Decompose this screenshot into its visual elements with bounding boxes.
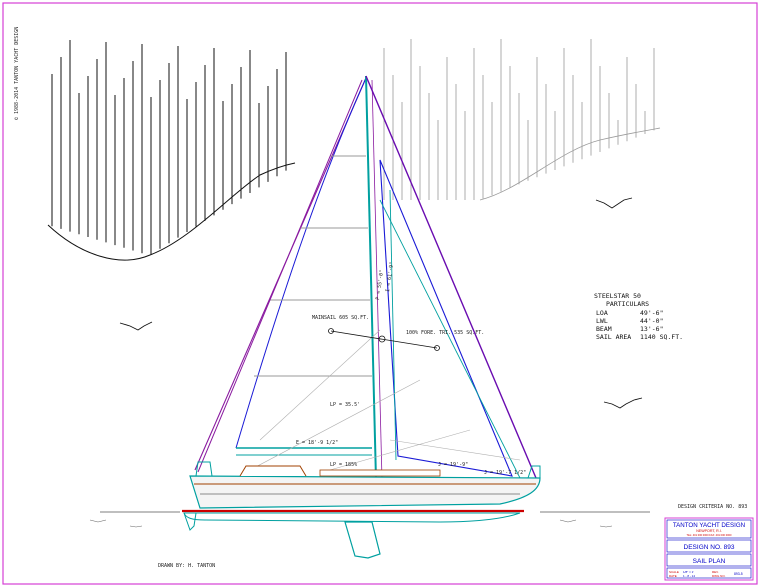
cockpit-coaming	[319, 469, 441, 477]
specs-title: STEELSTAR 50	[594, 292, 641, 300]
scale-value: 1/8" = 1'	[683, 570, 694, 574]
e-dimension: E = 18'-9 1/2"	[296, 440, 338, 446]
backstay	[197, 79, 363, 473]
p-dimension: P = 55'-0"	[375, 270, 385, 301]
design-number: DESIGN NO. 893	[684, 544, 735, 551]
drawn-by-note: DRAWN BY: H. TANTON	[158, 563, 215, 569]
i-dimension: I = 61'-9"	[385, 262, 395, 293]
specs-rows: LOA 49'-6" LWL 44'-0" BEAM 13'-6" SAIL A…	[596, 309, 683, 341]
jib-outline	[379, 159, 513, 477]
mainsail-area-label: MAINSAIL 605 SQ.FT.	[312, 315, 369, 321]
bird-icon	[119, 321, 153, 331]
spec-value-beam: 13'-6"	[640, 325, 663, 333]
spec-label-sail-area: SAIL AREA	[596, 333, 631, 341]
sea-ripples	[89, 519, 613, 528]
bird-icon	[603, 397, 643, 409]
date-value: 1 - 8 - 14	[683, 574, 695, 578]
j-dimension: J = 19'-7 1/2"	[484, 470, 526, 476]
lp-top-label: LP = 35.5'	[330, 402, 360, 408]
ce-total-marker	[378, 335, 386, 343]
ce-line	[330, 330, 438, 349]
bow-pulpit	[527, 465, 541, 479]
specs-subtitle: PARTICULARS	[606, 300, 649, 308]
spec-value-loa: 49'-6"	[640, 309, 663, 317]
firm-sub1: NEWPORT, R.I.	[696, 529, 722, 533]
sheet-title: SAIL PLAN	[693, 558, 726, 565]
j-small-label: J = 19'-9"	[438, 462, 468, 468]
mainsail-battens	[254, 155, 372, 377]
spec-value-lwl: 44'-0"	[640, 317, 663, 325]
left-hatch-scenery	[51, 40, 287, 255]
mast	[365, 75, 377, 481]
rudder	[183, 512, 197, 531]
foretriangle-area-label: 100% FORE. TRI. 535 SQ.FT.	[406, 330, 484, 336]
mast-aft	[371, 79, 383, 481]
dwg-value: 893-5	[734, 572, 743, 576]
title-block: TANTON YACHT DESIGN NEWPORT, R.I. TEL: 4…	[664, 517, 754, 581]
firm-sub2: TEL: 401 000 0000 FAX: 401 000 0000	[687, 533, 733, 537]
left-hatch-curve	[47, 162, 296, 261]
dwg-label: DWG NO.	[712, 574, 726, 578]
scale-label: SCALE	[669, 570, 679, 574]
grey-rigging	[249, 329, 521, 471]
right-hatch-curve	[479, 127, 661, 201]
hull-topsides	[189, 475, 541, 509]
right-hatch-scenery	[383, 39, 655, 200]
jib-luff	[389, 189, 397, 461]
jib-sheet	[379, 199, 521, 479]
spec-label-loa: LOA	[596, 309, 608, 317]
bird-icon	[595, 197, 633, 209]
spec-label-lwl: LWL	[596, 317, 608, 325]
firm-name: TANTON YACHT DESIGN	[673, 522, 745, 529]
copyright-text: © 1988-2014 TANTON YACHT DESIGN	[14, 27, 20, 120]
spec-value-sail-area: 1140 SQ.FT.	[640, 333, 683, 341]
hull-underbody	[183, 512, 521, 523]
spec-label-beam: BEAM	[596, 325, 612, 333]
lp-bottom-label: LP = 185%	[330, 462, 357, 468]
rev-label: REV.	[712, 570, 719, 574]
ce-jib-marker	[434, 345, 440, 351]
date-label: DATE	[669, 574, 677, 578]
ce-mainsail-marker	[328, 328, 334, 334]
hull-cabin	[239, 465, 307, 477]
keel	[344, 521, 381, 559]
criteria-note: DESIGN CRITERIA NO. 893	[678, 504, 747, 510]
stern-pulpit	[195, 461, 213, 477]
mainsail-leech	[235, 77, 367, 449]
forestay	[365, 75, 537, 479]
